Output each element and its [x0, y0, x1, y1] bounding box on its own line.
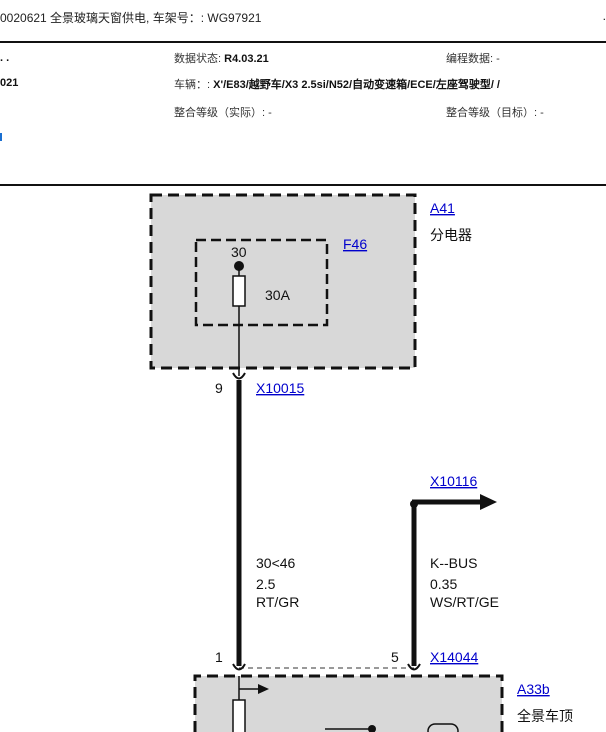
document-title: 0020621 全景玻璃天窗供电, 车架号：: WG97921	[0, 11, 262, 25]
left-fragment-2: 021	[0, 77, 19, 89]
connector-x10015-link[interactable]: X10015	[256, 380, 304, 396]
connector-x10116-link[interactable]: X10116	[430, 473, 477, 489]
data-status-label: 数据状态:	[174, 53, 222, 65]
connector-x14044-symbol-right	[407, 663, 421, 671]
left-marker	[0, 133, 2, 141]
fuse-f46-link[interactable]: F46	[343, 236, 367, 252]
module-a33b-arrow-icon	[258, 684, 269, 694]
wire1-color: RT/GR	[256, 594, 299, 610]
module-a41-link[interactable]: A41	[430, 200, 455, 216]
integration-level-target: 整合等级（目标）: -	[446, 107, 544, 119]
connector-x14044-pin-right: 5	[391, 649, 399, 665]
vehicle-info: 车辆：: X'/E83/越野车/X3 2.5si/N52/自动变速箱/ECE/左…	[174, 76, 500, 92]
module-a33b-name: 全景车顶	[517, 708, 573, 724]
arrow-right-icon	[480, 494, 497, 510]
connector-x10015-symbol	[232, 372, 246, 380]
corner-mark: .	[602, 9, 606, 23]
fuse-f46-box	[194, 238, 329, 327]
wire1-signal: 30<46	[256, 555, 296, 571]
wire2-size: 0.35	[430, 576, 457, 592]
connector-x14044-symbol-left	[232, 663, 246, 671]
integration-level-actual: 整合等级（实际）: -	[174, 107, 272, 119]
header-divider-bottom	[0, 184, 606, 186]
fuse-rating-label: 30A	[265, 287, 291, 303]
left-fragment-1: . .	[0, 52, 10, 64]
wire1-size: 2.5	[256, 576, 276, 592]
wire2-signal: K--BUS	[430, 555, 477, 571]
data-status: 数据状态: R4.03.21	[174, 50, 269, 66]
k-bus-junction	[410, 500, 418, 508]
wire2-color: WS/RT/GE	[430, 594, 499, 610]
connector-x10015-pin: 9	[215, 380, 223, 396]
connector-x14044-link[interactable]: X14044	[430, 649, 478, 665]
fuse-icon	[232, 275, 246, 307]
module-a33b-motor-icon	[427, 723, 459, 732]
module-a41-box	[149, 193, 417, 370]
vehicle-value: X'/E83/越野车/X3 2.5si/N52/自动变速箱/ECE/左座驾驶型/…	[213, 79, 500, 91]
vehicle-label: 车辆：:	[174, 79, 211, 91]
module-a41-name: 分电器	[430, 227, 472, 243]
document-header: 0020621 全景玻璃天窗供电, 车架号：: WG97921 .	[0, 0, 606, 40]
fuse-pin-label: 30	[231, 244, 247, 260]
data-status-value: R4.03.21	[224, 53, 269, 65]
module-a33b-box	[193, 674, 504, 732]
programming-data: 编程数据: -	[446, 53, 500, 65]
module-a33b-component-dot	[368, 725, 376, 732]
connector-x14044-pin-left: 1	[215, 649, 223, 665]
module-a33b-fuse-icon	[232, 699, 246, 732]
module-a33b-link[interactable]: A33b	[517, 681, 550, 697]
header-divider-top	[0, 41, 606, 43]
